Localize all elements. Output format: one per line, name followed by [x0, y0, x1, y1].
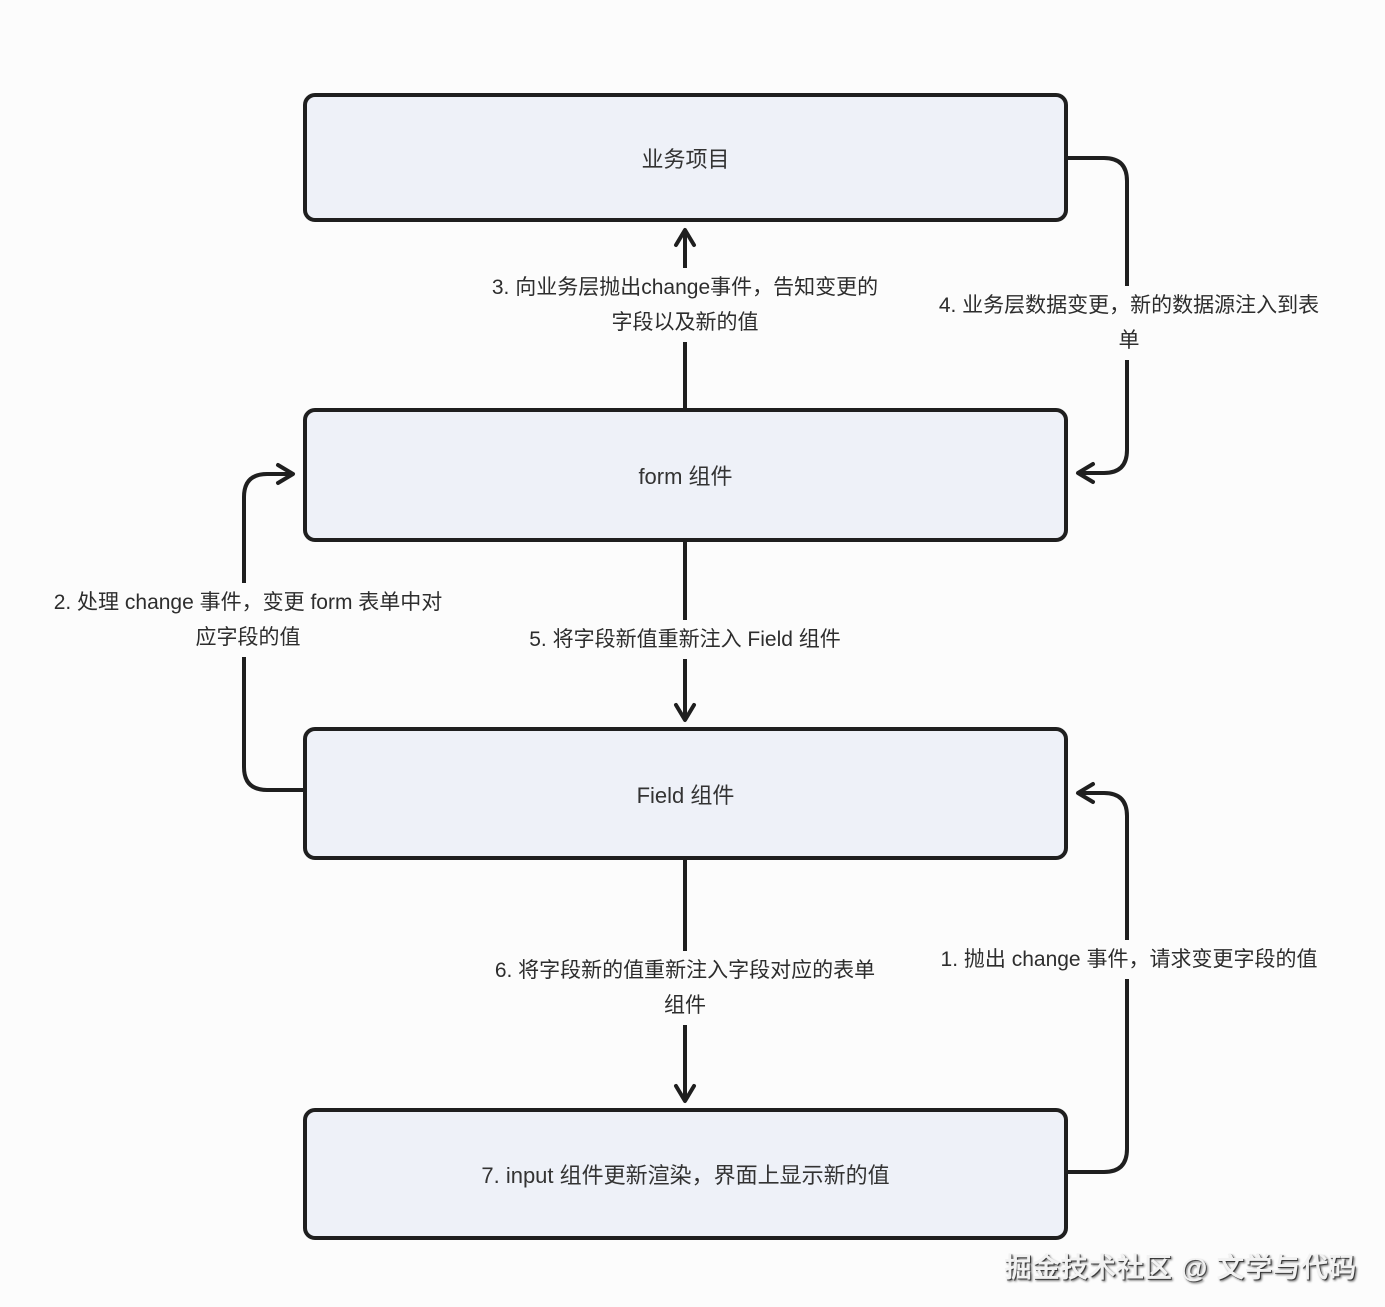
edge-label-step-4: 4. 业务层数据变更，新的数据源注入到表 单 — [903, 286, 1355, 360]
node-form-component: form 组件 — [303, 408, 1068, 542]
node-field-component: Field 组件 — [303, 727, 1068, 860]
watermark-text: 掘金技术社区 @ 文学与代码 — [1004, 1253, 1357, 1283]
node-input-component: 7. input 组件更新渲染，界面上显示新的值 — [303, 1108, 1068, 1240]
node-business-project-label: 业务项目 — [641, 146, 730, 172]
edge-label-step-2: 2. 处理 change 事件，变更 form 表单中对 应字段的值 — [23, 583, 473, 657]
arrow-step-1 — [1064, 782, 1129, 1174]
edge-label-step-1: 1. 抛出 change 事件，请求变更字段的值 — [903, 940, 1355, 979]
node-business-project: 业务项目 — [303, 93, 1068, 222]
edge-label-step-6: 6. 将字段新的值重新注入字段对应的表单 组件 — [455, 951, 915, 1025]
edge-label-step-3: 3. 向业务层抛出change事件，告知变更的 字段以及新的值 — [455, 268, 915, 342]
node-form-component-label: form 组件 — [638, 464, 733, 489]
node-input-component-label: 7. input 组件更新渲染，界面上显示新的值 — [481, 1163, 890, 1188]
node-field-component-label: Field 组件 — [636, 782, 735, 808]
edge-label-step-5: 5. 将字段新值重新注入 Field 组件 — [465, 620, 905, 659]
